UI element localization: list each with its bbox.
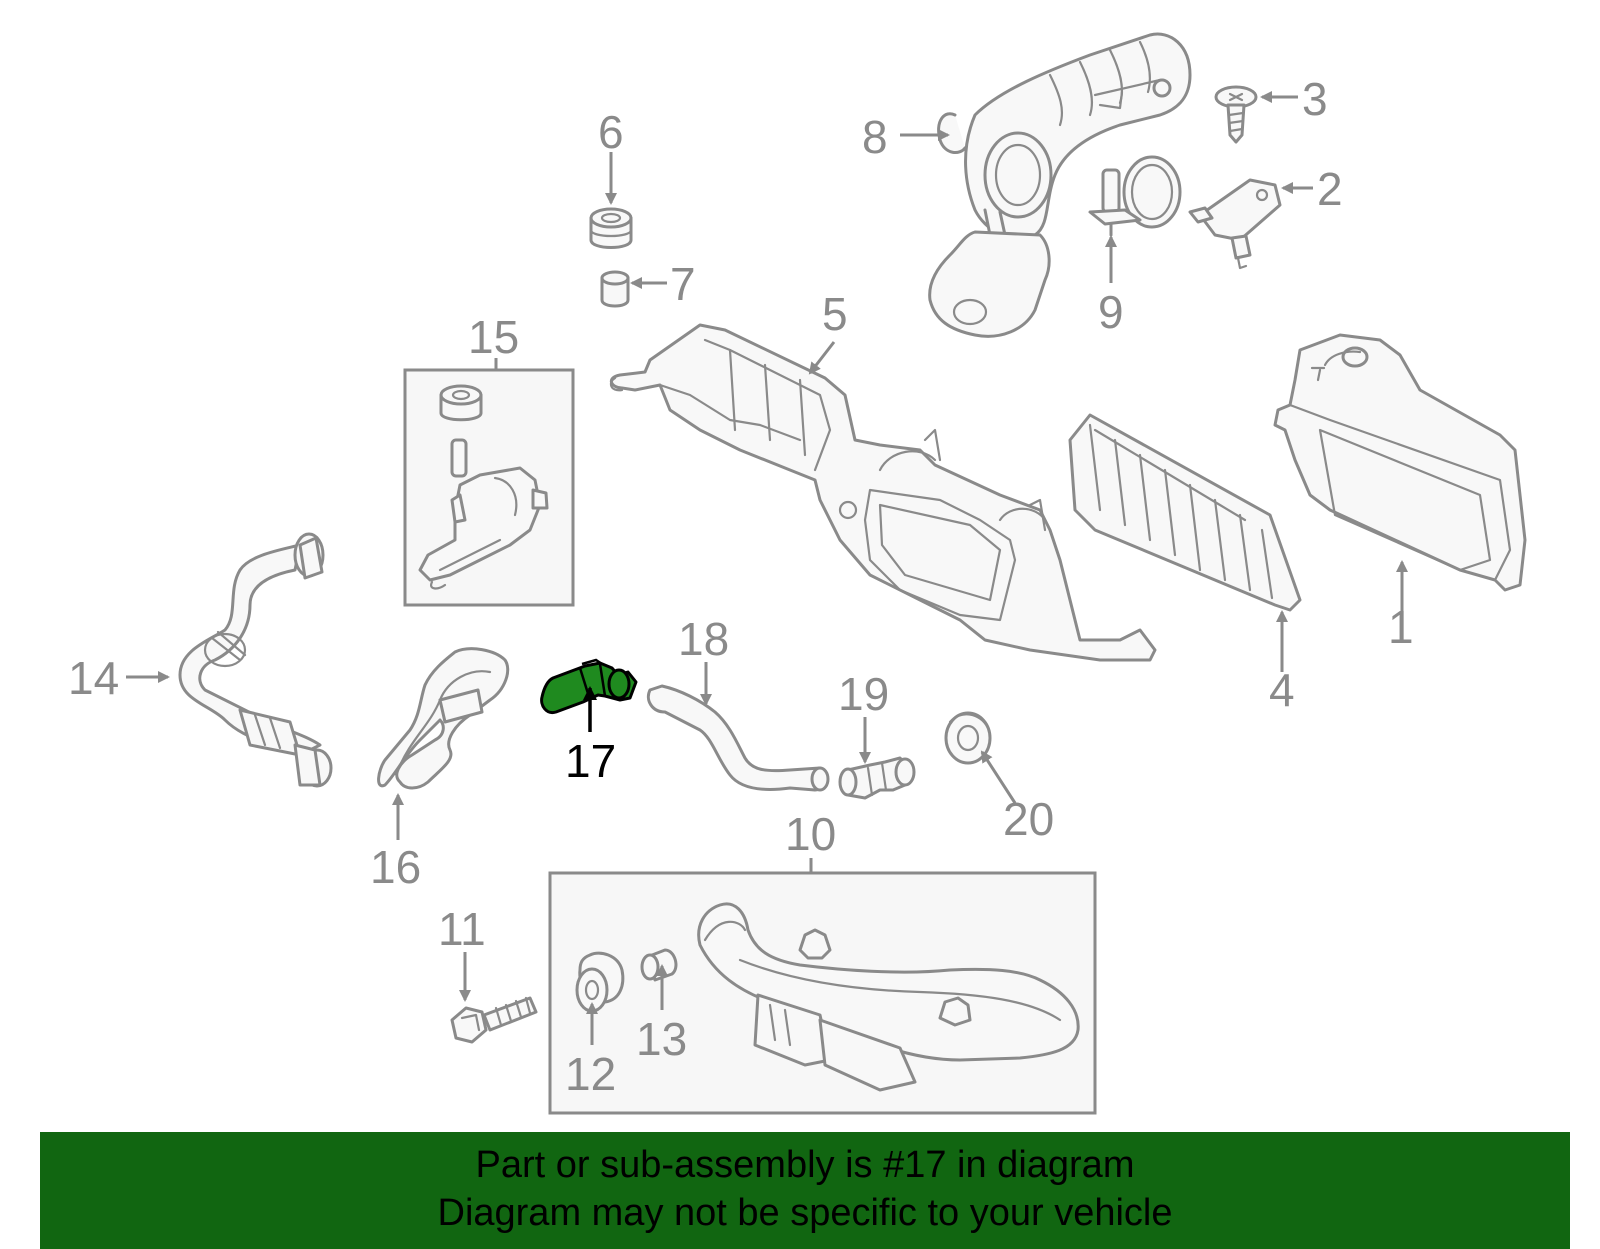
part-8-intake-duct[interactable]	[928, 32, 1192, 338]
callout-18: 18	[678, 613, 729, 665]
callout-11: 11	[438, 903, 486, 955]
callout-12: 12	[565, 1048, 616, 1100]
callout-3: 3	[1302, 73, 1328, 125]
leader-arrows	[126, 91, 1408, 1045]
banner-line-1: Part or sub-assembly is #17 in diagram	[475, 1144, 1135, 1186]
callout-17: 17	[565, 735, 616, 787]
part-15-assembly[interactable]	[418, 384, 549, 590]
part-14-hose[interactable]	[178, 532, 333, 788]
part-11-bolt[interactable]	[450, 996, 538, 1044]
callout-2: 2	[1317, 163, 1343, 215]
callout-9: 9	[1098, 286, 1124, 338]
callout-4: 4	[1269, 664, 1295, 716]
part-18-hose[interactable]	[646, 684, 830, 792]
part-7-bushing[interactable]	[600, 270, 630, 308]
part-1-upper-cover[interactable]	[1273, 333, 1527, 592]
callout-5: 5	[822, 288, 848, 340]
part-6-grommet[interactable]	[589, 207, 633, 249]
part-19-elbow[interactable]	[838, 756, 916, 800]
part-13-bushing[interactable]	[640, 948, 678, 982]
callout-13: 13	[636, 1013, 687, 1065]
callout-10: 10	[785, 808, 836, 860]
part-4-air-filter[interactable]	[1068, 413, 1302, 612]
callout-1: 1	[1388, 601, 1414, 653]
part-20-grommet[interactable]	[944, 711, 992, 765]
banner-line-2: Diagram may not be specific to your vehi…	[437, 1192, 1173, 1234]
callout-19: 19	[838, 668, 889, 720]
part-10-duct[interactable]	[697, 902, 1080, 1092]
callout-14: 14	[68, 652, 119, 704]
part-5-lower-housing[interactable]	[609, 323, 1157, 662]
part-2-sensor[interactable]	[1188, 178, 1282, 270]
callout-6: 6	[598, 106, 624, 158]
callout-7: 7	[670, 258, 696, 310]
part-9-clamp[interactable]	[1088, 155, 1182, 237]
part-16-hose[interactable]	[377, 647, 510, 790]
callout-8: 8	[862, 111, 888, 163]
callout-20: 20	[1003, 793, 1054, 845]
callout-16: 16	[370, 841, 421, 893]
callout-15: 15	[468, 311, 519, 363]
info-banner: Part or sub-assembly is #17 in diagram D…	[40, 1132, 1570, 1249]
part-3-screw[interactable]	[1214, 85, 1258, 144]
